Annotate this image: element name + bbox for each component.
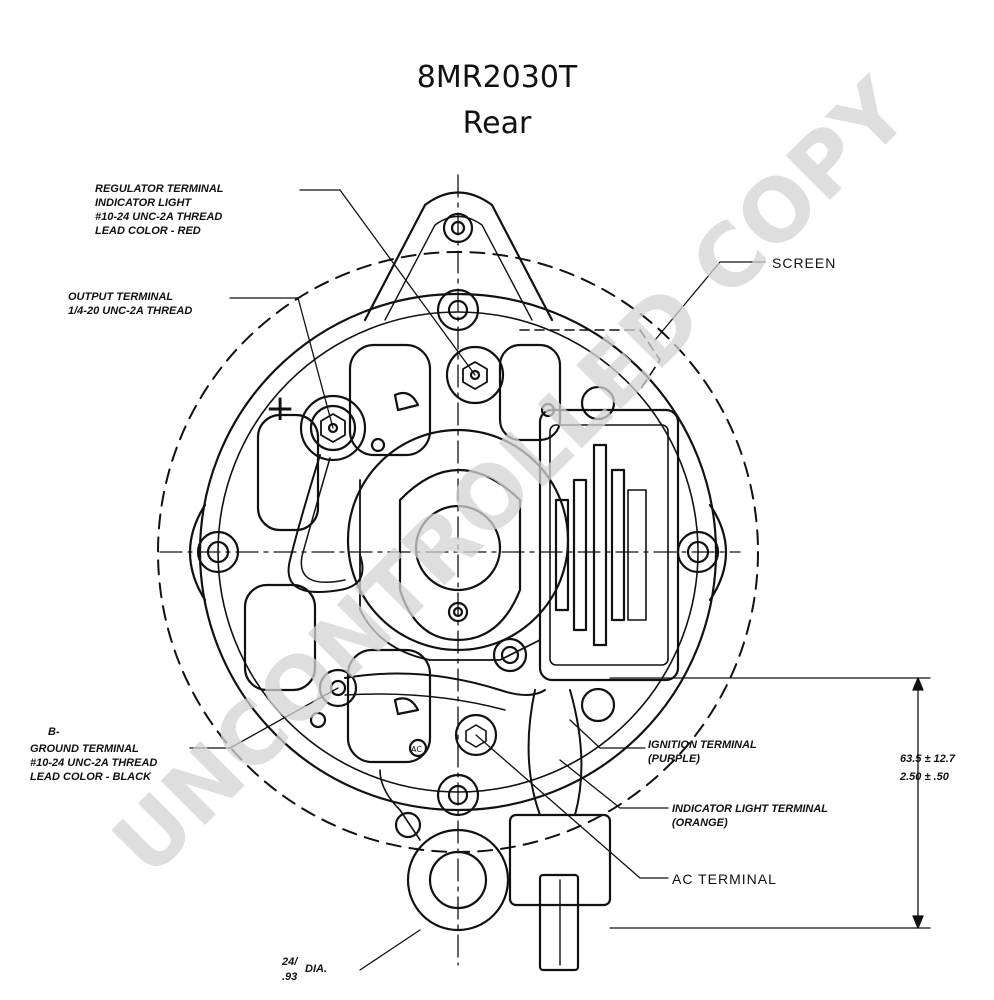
housing-inner: [217, 311, 699, 793]
ground-lead: [344, 672, 546, 696]
regulator-callout-3: #10-24 UNC-2A THREAD: [95, 211, 222, 223]
shaft: [414, 504, 502, 592]
right-mount-lug: [708, 503, 727, 602]
dia-callout-2: .93: [282, 971, 297, 983]
screen-callout: SCREEN: [772, 255, 836, 271]
vane-2: [256, 413, 320, 532]
left-bolt: [196, 530, 240, 574]
output-lead: [287, 454, 364, 593]
regulator-fin-4: [610, 468, 626, 622]
vane-3: [243, 583, 317, 692]
dimension-metric: 63.5 ± 12.7: [900, 753, 956, 765]
output-terminal: [299, 394, 367, 462]
top-mount-ear: [363, 191, 554, 322]
height-dimension: [609, 677, 931, 929]
ground-terminal: [318, 668, 358, 708]
connector-leads: [527, 689, 583, 816]
ac-terminal-callout: AC TERMINAL: [672, 871, 777, 887]
regulator-nameplate: [627, 489, 647, 621]
ground-callout-2: GROUND TERMINAL: [30, 743, 139, 755]
leader-lines: [189, 189, 766, 971]
screen-outline: [519, 329, 661, 391]
top-ear-hole: [442, 212, 474, 244]
dia-callout-1: 24/: [281, 956, 299, 968]
regulator-terminal: [445, 345, 505, 405]
ground-callout-4: LEAD COLOR - BLACK: [30, 771, 152, 783]
positive-sign: +: [265, 388, 295, 429]
ignition-callout-1: IGNITION TERMINAL: [648, 739, 757, 751]
regulator-fin-2: [572, 478, 588, 632]
ground-callout-1: B-: [48, 726, 60, 738]
regulator-bolt-bottom: [580, 687, 616, 723]
regulator-bolt-mid: [492, 637, 528, 673]
vane-5: [498, 343, 562, 442]
regulator-callout-2: INDICATOR LIGHT: [95, 197, 192, 209]
ac-terminal-nut: [454, 713, 498, 757]
regulator-bolt-top: [580, 385, 616, 421]
output-callout-2: 1/4-20 UNC-2A THREAD: [68, 305, 192, 317]
bearing-cover: [398, 469, 522, 642]
ac-badge: AC: [411, 745, 422, 754]
regulator-housing: [538, 408, 680, 682]
housing-outer: [198, 292, 718, 812]
regulator-fin-1: [554, 498, 570, 612]
indicator-callout-2: (ORANGE): [672, 817, 728, 829]
regulator-callout-1: REGULATOR TERMINAL: [95, 183, 224, 195]
dimension-inch: 2.50 ± .50: [899, 771, 950, 783]
dia-callout-3: DIA.: [305, 963, 327, 975]
bottom-bolt: [436, 773, 480, 817]
view-title: Rear: [462, 106, 532, 141]
bottom-mount-boss: [406, 828, 510, 932]
regulator-fin-3: [592, 443, 608, 647]
ignition-callout-2: (PURPLE): [648, 753, 700, 765]
ground-callout-3: #10-24 UNC-2A THREAD: [30, 757, 157, 769]
model-title: 8MR2030T: [416, 60, 578, 95]
left-mount-lug: [189, 503, 207, 602]
indicator-callout-1: INDICATOR LIGHT TERMINAL: [672, 803, 828, 815]
output-callout-1: OUTPUT TERMINAL: [68, 291, 173, 303]
regulator-callout-4: LEAD COLOR - RED: [95, 225, 201, 237]
top-bolt: [436, 288, 480, 332]
vane-4: [346, 648, 432, 764]
